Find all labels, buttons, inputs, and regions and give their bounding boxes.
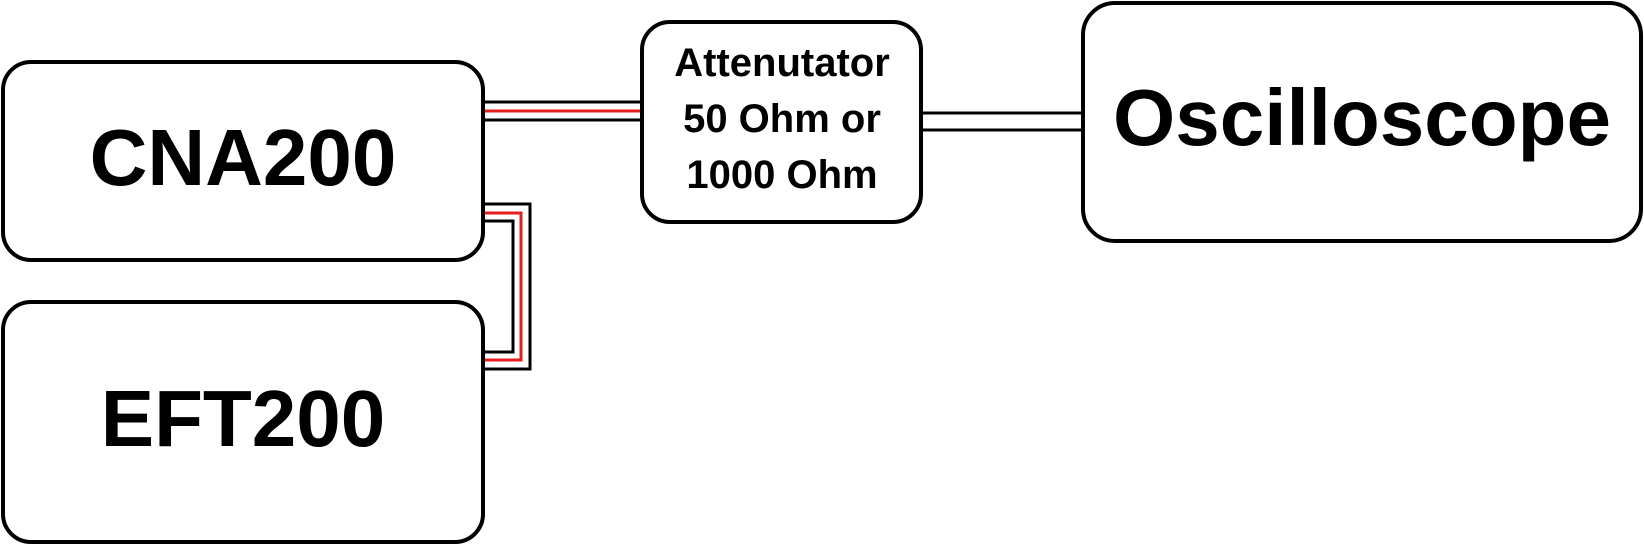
eft200-node: EFT200 <box>1 300 485 544</box>
cable-cna200-to-eft200 <box>482 202 532 371</box>
cable-cna200-to-attenuator <box>482 100 640 122</box>
attenuator-label-line-3: 1000 Ohm <box>686 153 877 197</box>
attenuator-label-line-1: Attenutator <box>674 41 890 85</box>
cna200-node: CNA200 <box>1 60 485 262</box>
cable-attenuator-to-oscilloscope <box>922 111 1082 132</box>
oscilloscope-box <box>1081 1 1643 243</box>
cna200-label: CNA200 <box>90 113 397 202</box>
oscilloscope-node: Oscilloscope <box>1081 1 1643 243</box>
attenuator-node: Attenutator 50 Ohm or 1000 Ohm <box>640 20 923 224</box>
cna200-box <box>1 60 485 262</box>
oscilloscope-label: Oscilloscope <box>1113 73 1611 162</box>
attenuator-box <box>640 20 923 224</box>
attenuator-label-line-2: 50 Ohm or <box>683 97 881 141</box>
eft200-label: EFT200 <box>101 374 386 463</box>
cable-cna-eft-inner <box>482 219 515 354</box>
eft200-box <box>1 300 485 544</box>
cable-cna-eft-signal <box>482 211 523 362</box>
cable-cna-eft-outer <box>482 202 532 371</box>
